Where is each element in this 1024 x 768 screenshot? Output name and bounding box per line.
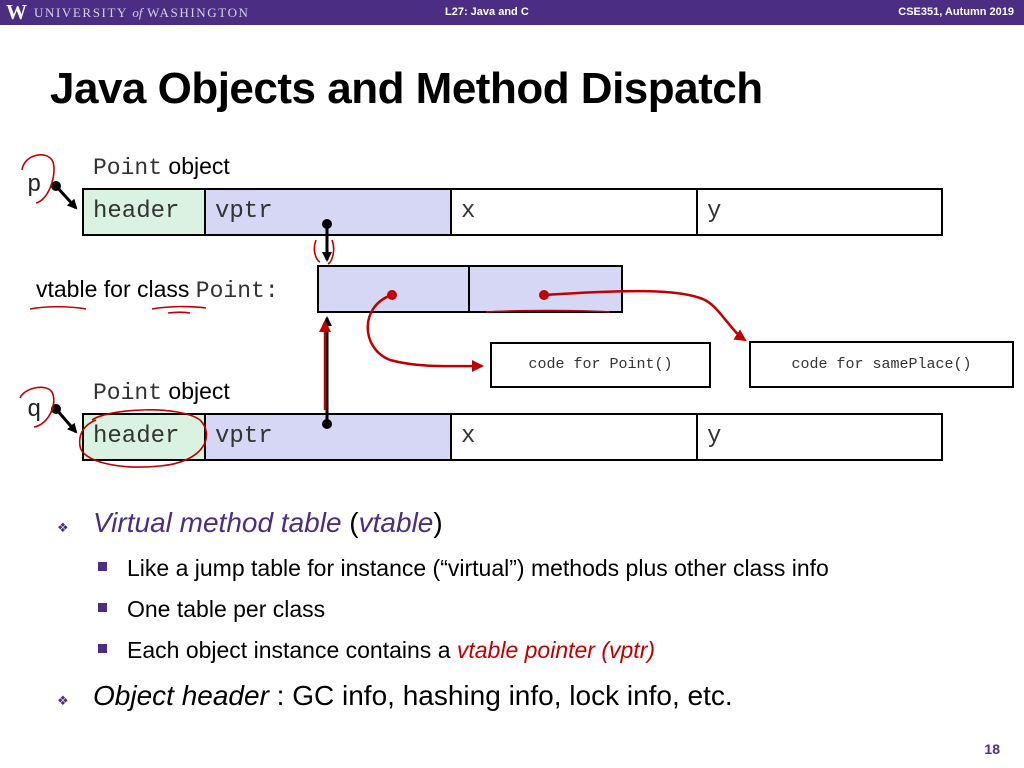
vtable-label: vtable for class Point: — [36, 276, 279, 304]
bullet-icon-2: ❖ — [57, 693, 69, 708]
bullet-vtable: Virtual method table (vtable) — [93, 507, 443, 539]
field-header-p: header — [82, 188, 206, 236]
point-object-label-q: Point object — [93, 378, 230, 406]
sub-bullet-vptr-plain: Each object instance contains a — [127, 637, 457, 663]
bullet-vtable-em2: vtable — [358, 507, 434, 538]
field-y-p: y — [696, 188, 943, 236]
annotation-underline-class — [151, 305, 207, 314]
page-number: 18 — [984, 741, 1000, 757]
pointer-arrow-q — [51, 404, 78, 434]
vtable-label-code: Point — [195, 278, 265, 304]
field-vptr-p: vptr — [204, 188, 452, 236]
point-object-label-p: Point object — [93, 153, 230, 181]
vtable-slot-0 — [317, 265, 470, 313]
bullet-object-header: Object header : GC info, hashing info, l… — [93, 680, 733, 712]
bullet-object-header-em: Object header — [93, 680, 269, 711]
course-name: CSE351, Autumn 2019 — [898, 6, 1014, 18]
vtable-label-text: vtable for class — [36, 276, 196, 302]
point-object-label-q-code: Point — [93, 380, 163, 406]
field-header-q: header — [82, 413, 206, 461]
point-object-label-p-text: object — [162, 153, 230, 179]
university-name-part2: WASHINGTON — [147, 5, 250, 20]
sub-bullet-icon-1 — [98, 562, 107, 571]
sub-bullet-icon-2 — [98, 603, 107, 612]
bullet-vtable-em: Virtual method table — [93, 507, 342, 538]
uw-logo: W — [6, 0, 27, 24]
lecture-title: L27: Java and C — [445, 6, 529, 18]
annotation-underline-vtable — [29, 305, 87, 310]
slide-title: Java Objects and Method Dispatch — [50, 64, 763, 113]
sub-bullet-icon-3 — [98, 644, 107, 653]
bullet-object-header-plain: : GC info, hashing info, lock info, etc. — [268, 680, 733, 711]
pointer-var-p: p — [27, 172, 42, 199]
field-vptr-q: vptr — [204, 413, 452, 461]
sub-bullet-vptr: Each object instance contains a vtable p… — [127, 637, 655, 664]
field-x-q: x — [450, 413, 698, 461]
bullet-vtable-mid2: ) — [433, 507, 443, 538]
university-name: UNIVERSITY of WASHINGTON — [34, 5, 250, 21]
top-bar: W UNIVERSITY of WASHINGTON L27: Java and… — [0, 0, 1024, 25]
field-y-q: y — [696, 413, 943, 461]
code-box-point-constructor: code for Point() — [490, 342, 711, 388]
point-object-label-p-code: Point — [93, 155, 163, 181]
sub-bullet-vptr-em: vtable pointer (vptr) — [456, 637, 656, 663]
sub-bullet-jump-table: Like a jump table for instance (“virtual… — [127, 555, 829, 581]
point-object-label-q-text: object — [162, 378, 230, 404]
university-name-of: of — [132, 5, 143, 20]
pointer-var-q: q — [27, 397, 42, 424]
code-box-sameplace: code for samePlace() — [749, 341, 1014, 388]
university-name-part1: UNIVERSITY — [34, 5, 128, 20]
annotation-mark-vptr-p — [313, 239, 335, 265]
sub-bullet-one-table: One table per class — [127, 596, 326, 622]
bullet-vtable-mid1: ( — [341, 507, 359, 538]
pointer-arrow-p — [51, 181, 78, 210]
bullet-icon-1: ❖ — [57, 520, 69, 535]
vtable-label-colon: : — [264, 278, 279, 304]
vtable-slot-1 — [468, 265, 623, 313]
field-x-p: x — [450, 188, 698, 236]
